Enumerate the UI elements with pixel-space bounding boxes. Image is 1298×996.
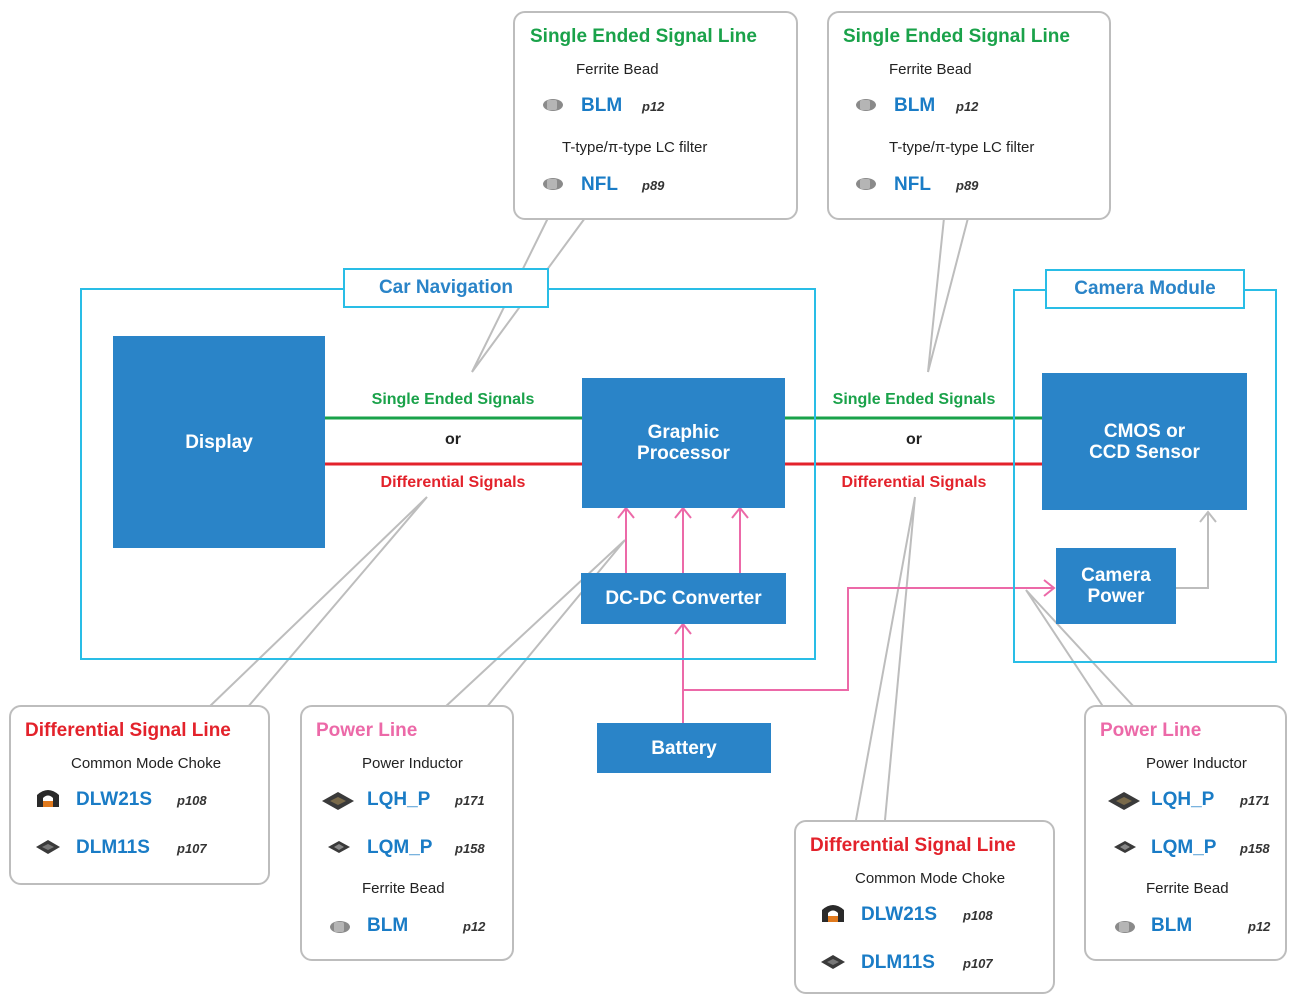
power-inductor-icon: [1114, 841, 1136, 853]
common-mode-choke-icon: [822, 905, 844, 922]
part-name: BLM: [1151, 915, 1193, 936]
page-ref: p171: [1240, 793, 1270, 808]
power-inductor-icon: [328, 841, 350, 853]
dcdc-converter-block: DC-DC Converter: [581, 573, 786, 624]
graphic-processor-block: Graphic Processor: [582, 378, 785, 508]
right-single-signals-label: Single Ended Signals: [832, 391, 996, 408]
page-ref: p12: [642, 99, 665, 114]
callout-power-line-right: Power Line Power Inductor LQH_P p171 LQM…: [1084, 705, 1287, 961]
power-dcdc-gp-3: [731, 506, 749, 573]
callout-subtitle: Power Inductor: [362, 755, 463, 772]
right-diff-signals-label: Differential Signals: [841, 474, 987, 491]
power-dcdc-gp-2: [674, 506, 692, 573]
tail-diff-left: [207, 496, 428, 709]
page-ref: p12: [956, 99, 979, 114]
callout-power-line-mid: Power Line Power Inductor LQH_P p171 LQM…: [300, 705, 514, 961]
page-ref: p107: [177, 841, 207, 856]
callout-title: Single Ended Signal Line: [843, 26, 1070, 47]
part-name: BLM: [581, 95, 623, 116]
common-mode-choke-icon: [821, 955, 845, 969]
page-ref: p171: [455, 793, 485, 808]
part-name: LQH_P: [1151, 789, 1215, 810]
camera-module-title: Camera Module: [1045, 269, 1245, 309]
callout-title: Power Line: [1100, 720, 1202, 741]
left-diff-signals-label: Differential Signals: [380, 474, 526, 491]
callout-single-ended-right: Single Ended Signal Line Ferrite Bead BL…: [827, 11, 1111, 220]
page-ref: p12: [463, 919, 486, 934]
page-ref: p158: [455, 841, 485, 856]
lc-filter-icon: [856, 178, 876, 190]
page-ref: p108: [963, 908, 993, 923]
callout-subtitle: T-type/π-type LC filter: [889, 139, 1035, 156]
page-ref: p158: [1240, 841, 1270, 856]
part-name: LQM_P: [367, 837, 433, 858]
power-inductor-icon: [1108, 792, 1140, 810]
camera-power-block: Camera Power: [1056, 548, 1176, 624]
power-dcdc-gp-1: [617, 506, 635, 573]
power-battery-camera: [683, 579, 1056, 691]
ferrite-bead-icon: [856, 99, 876, 111]
common-mode-choke-icon: [36, 840, 60, 854]
callout-subtitle: Ferrite Bead: [889, 61, 972, 78]
callout-subtitle: Ferrite Bead: [1146, 880, 1229, 897]
part-name: BLM: [367, 915, 409, 936]
callout-title: Differential Signal Line: [25, 720, 231, 741]
battery-block: Battery: [597, 723, 771, 773]
callout-subtitle: T-type/π-type LC filter: [562, 139, 708, 156]
camera-power-to-sensor: [1176, 510, 1217, 589]
callout-title: Power Line: [316, 720, 418, 741]
ferrite-bead-icon: [1115, 921, 1135, 933]
page-ref: p89: [956, 178, 979, 193]
callout-differential-right: Differential Signal Line Common Mode Cho…: [794, 820, 1055, 994]
callout-differential-left: Differential Signal Line Common Mode Cho…: [9, 705, 270, 885]
car-navigation-title: Car Navigation: [343, 268, 549, 308]
left-or-label: or: [445, 431, 461, 448]
tail-power-right: [1025, 589, 1136, 709]
right-or-label: or: [906, 431, 922, 448]
part-name: NFL: [894, 174, 931, 195]
part-name: BLM: [894, 95, 936, 116]
callout-subtitle: Power Inductor: [1146, 755, 1247, 772]
power-inductor-icon: [322, 792, 354, 810]
tail-se-right: [927, 217, 969, 373]
part-name: DLW21S: [76, 789, 153, 810]
page-ref: p108: [177, 793, 207, 808]
common-mode-choke-icon: [37, 790, 59, 807]
part-name: DLM11S: [76, 837, 150, 858]
display-block: Display: [113, 336, 325, 548]
power-battery-dcdc: [674, 622, 692, 723]
callout-subtitle: Common Mode Choke: [855, 870, 1006, 887]
part-name: DLW21S: [861, 904, 938, 925]
tail-diff-right: [855, 496, 916, 821]
ferrite-bead-icon: [543, 99, 563, 111]
ferrite-bead-icon: [330, 921, 350, 933]
page-ref: p107: [963, 956, 993, 971]
lc-filter-icon: [543, 178, 563, 190]
page-ref: p89: [642, 178, 665, 193]
callout-subtitle: Ferrite Bead: [576, 61, 659, 78]
part-name: NFL: [581, 174, 618, 195]
page-ref: p12: [1248, 919, 1271, 934]
callout-subtitle: Ferrite Bead: [362, 880, 445, 897]
cmos-sensor-block: CMOS or CCD Sensor: [1042, 373, 1247, 510]
part-name: LQH_P: [367, 789, 431, 810]
callout-single-ended-left: Single Ended Signal Line Ferrite Bead BL…: [513, 11, 798, 220]
left-single-signals-label: Single Ended Signals: [371, 391, 535, 408]
callout-title: Differential Signal Line: [810, 835, 1016, 856]
callout-subtitle: Common Mode Choke: [71, 755, 222, 772]
callout-title: Single Ended Signal Line: [530, 26, 757, 47]
part-name: LQM_P: [1151, 837, 1217, 858]
part-name: DLM11S: [861, 952, 935, 973]
